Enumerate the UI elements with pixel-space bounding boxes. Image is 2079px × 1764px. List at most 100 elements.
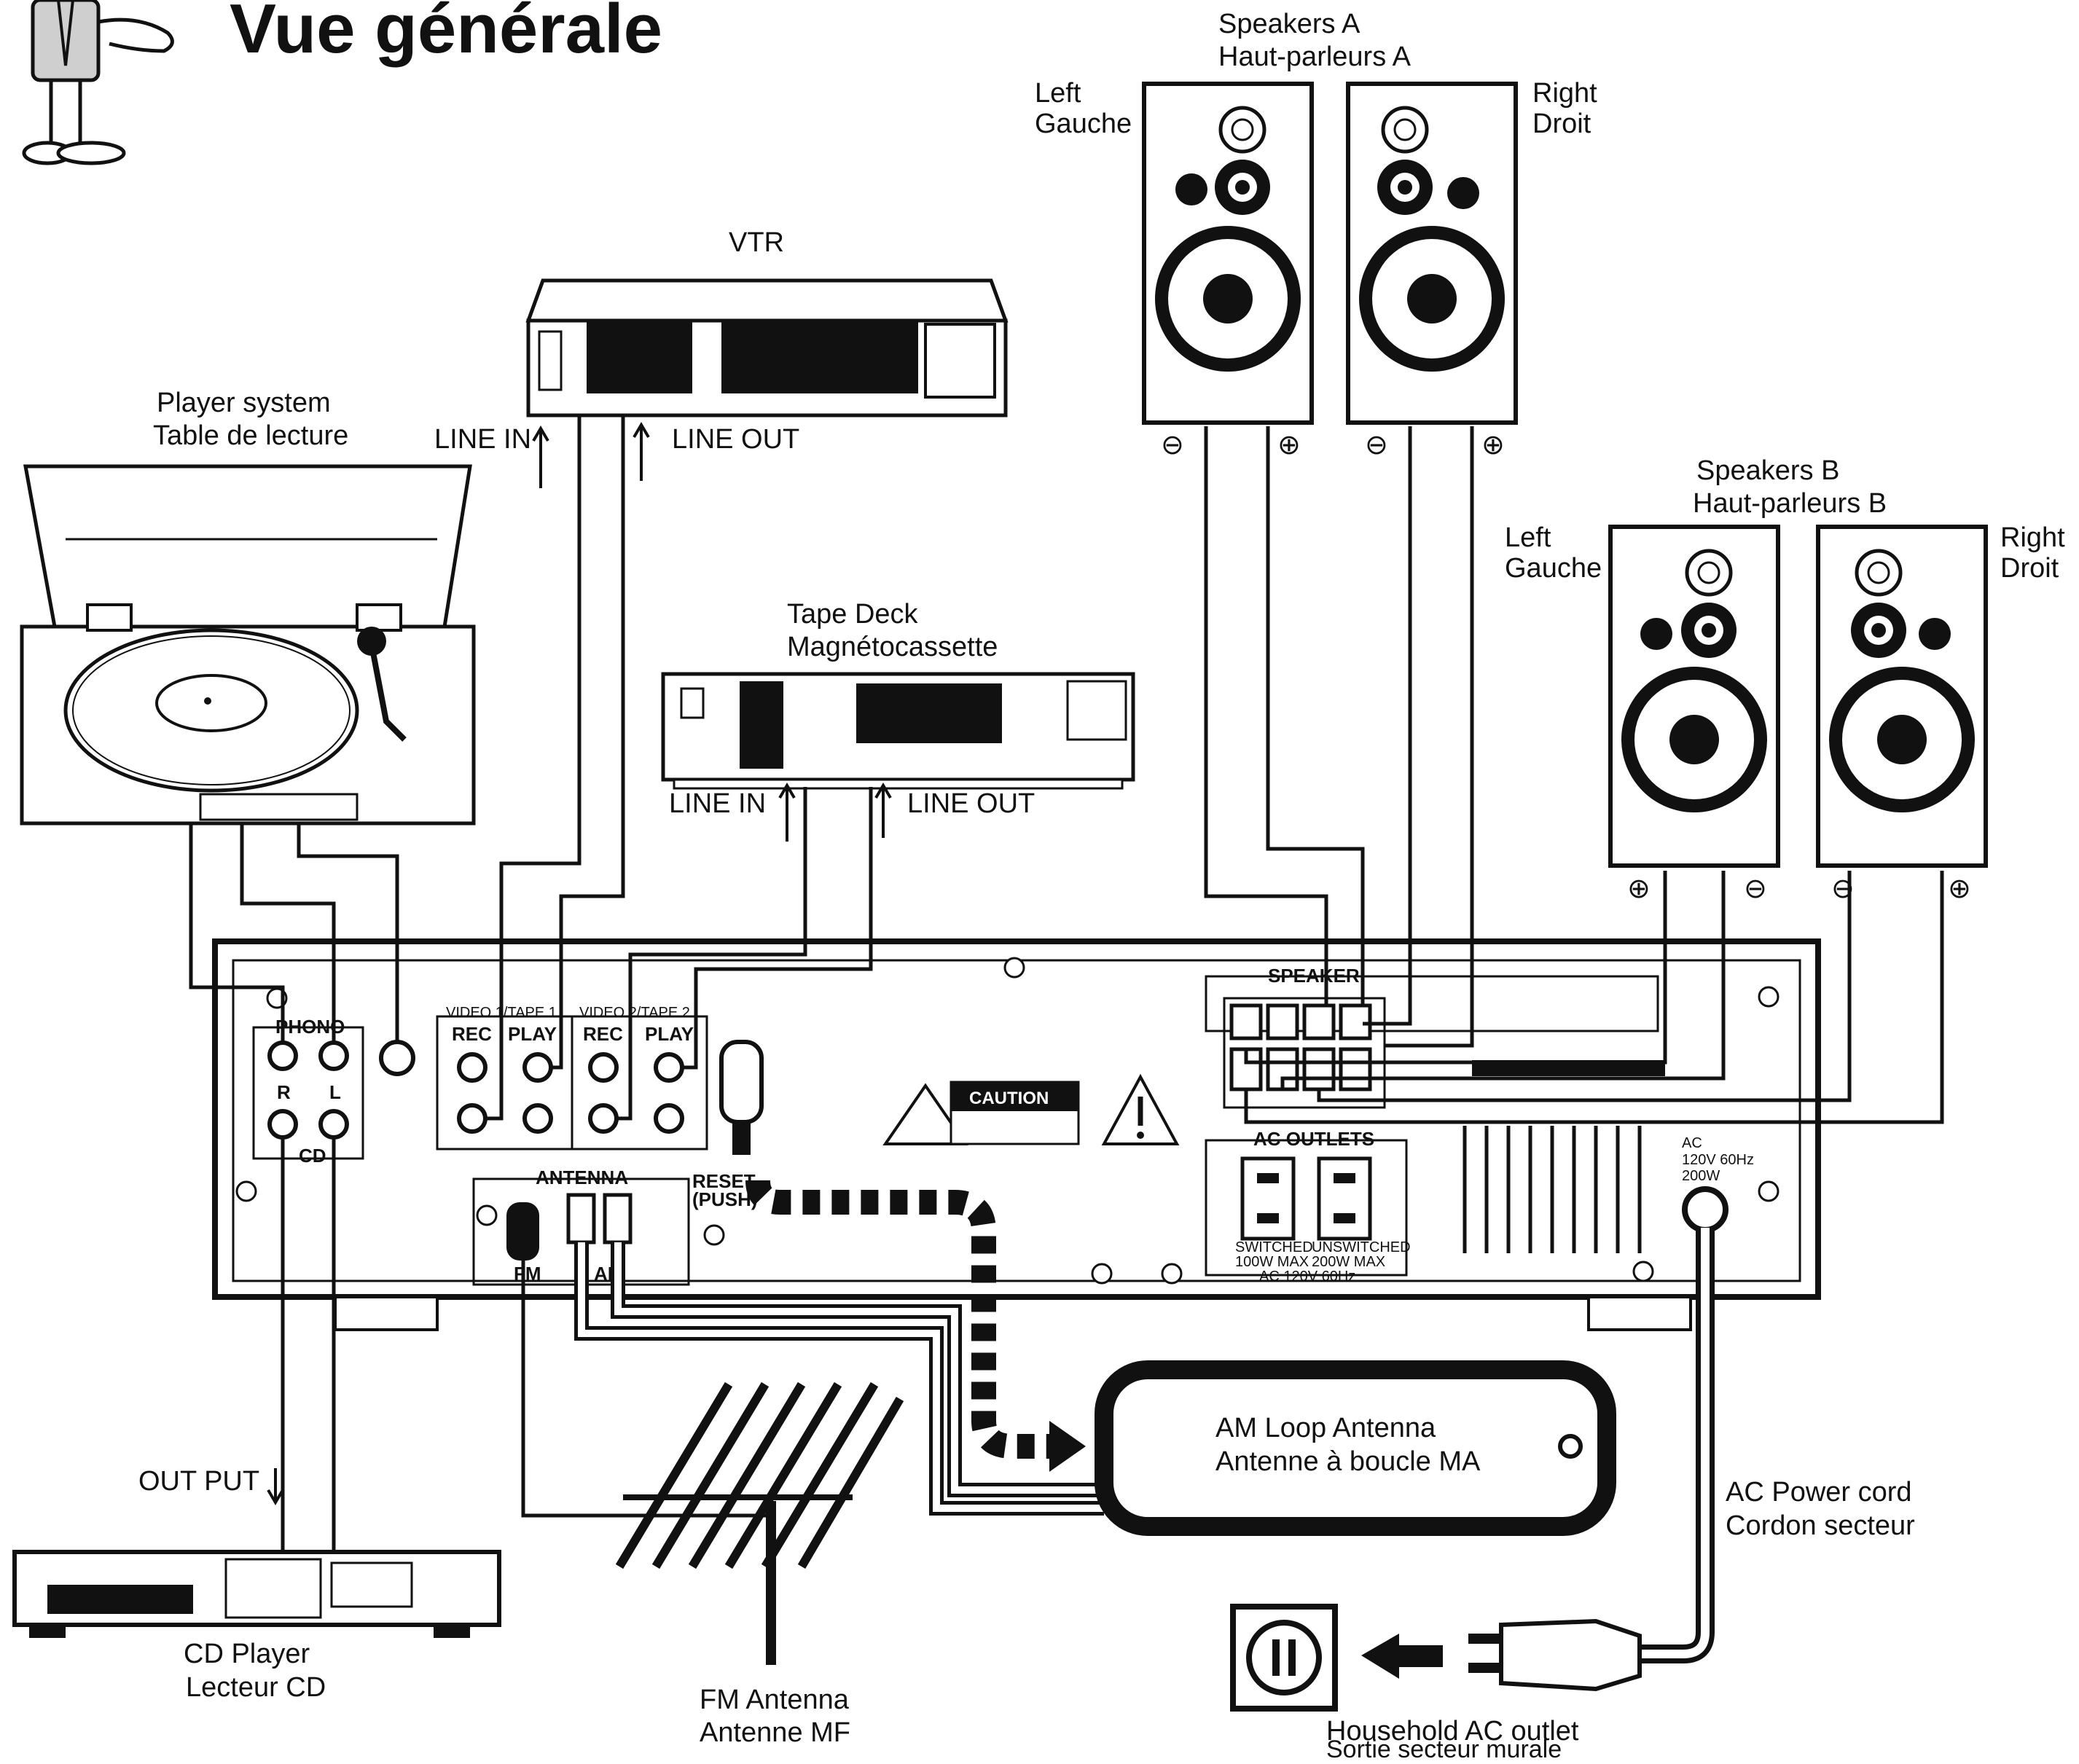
speakers-a-group: Speakers A Haut-parleurs A Left Gauche R… <box>1035 9 1597 460</box>
cd-player-device: OUT PUT CD Player Lecteur CD <box>12 1466 501 1703</box>
speaker-a-right-minus: ⊖ <box>1365 430 1388 460</box>
speaker-terminal[interactable] <box>1302 1047 1336 1091</box>
ground-terminal[interactable] <box>379 1040 415 1076</box>
am-antenna-terminal-2[interactable] <box>603 1193 633 1244</box>
am-antenna-arrow <box>745 1179 1049 1459</box>
video2-rec-r-jack[interactable] <box>588 1103 619 1134</box>
tape-deck-line-in: LINE IN <box>669 788 766 819</box>
am-loop-antenna: AM Loop Antenna Antenne à boucle MA <box>1095 1360 1616 1536</box>
mascot-icon <box>22 0 174 165</box>
video2-play-r-jack[interactable] <box>654 1103 684 1134</box>
speakers-a-left-en: Left <box>1035 78 1081 109</box>
am-antenna-cable <box>574 1242 1104 1516</box>
caution-label: CAUTION <box>969 1089 1049 1108</box>
speakers-b-left-fr: Gauche <box>1505 553 1602 584</box>
cd-player-label-en: CD Player <box>184 1639 310 1669</box>
speaker-a-left-minus: ⊖ <box>1161 430 1184 460</box>
speaker-terminal-label: SPEAKER <box>1268 965 1360 987</box>
arrow-right-icon <box>1049 1421 1086 1472</box>
speaker-a-left-plus: ⊕ <box>1277 430 1301 460</box>
am-antenna-label-en: AM Loop Antenna <box>1215 1413 1436 1443</box>
unswitched-rating: 200W MAX <box>1312 1254 1385 1270</box>
speaker-terminal[interactable] <box>1266 1003 1299 1040</box>
fm-antenna-label-fr: Antenne MF <box>700 1717 850 1748</box>
speaker-b-right-plus: ⊕ <box>1948 874 1971 904</box>
fm-antenna-label-en: FM Antenna <box>700 1685 850 1715</box>
speakers-a-title-fr: Haut-parleurs A <box>1218 42 1412 72</box>
video2-play-label: PLAY <box>645 1023 694 1045</box>
fm-label: FM <box>514 1263 541 1285</box>
am-antenna-label-fr: Antenne à boucle MA <box>1215 1446 1481 1477</box>
video1-rec-l-jack[interactable] <box>457 1052 488 1083</box>
phono-r-label: R <box>277 1081 291 1103</box>
wall-outlet-icon <box>1230 1604 1338 1712</box>
am-antenna-terminal-1[interactable] <box>566 1193 596 1244</box>
video2-play-l-jack[interactable] <box>654 1052 684 1083</box>
tape-deck-label-en: Tape Deck <box>787 599 919 630</box>
power-cord-grommet <box>1682 1186 1728 1233</box>
video2-rec-l-jack[interactable] <box>588 1052 619 1083</box>
vtr-line-out: LINE OUT <box>672 424 799 455</box>
arrow-left-icon <box>1361 1634 1443 1679</box>
plug-icon <box>1468 1618 1642 1692</box>
speakers-b-group: Speakers B Haut-parleurs B Left Gauche R… <box>1505 455 2065 904</box>
speaker-terminal[interactable] <box>1339 1003 1372 1040</box>
video1-play-label: PLAY <box>508 1023 557 1045</box>
speakers-b-title-en: Speakers B <box>1696 455 1839 486</box>
video2-label: VIDEO 2/TAPE 2 <box>579 1005 690 1021</box>
turntable-device: Player system Table de lecture <box>20 388 476 826</box>
phono-r-jack[interactable] <box>267 1040 298 1071</box>
speakers-a-right-fr: Droit <box>1532 109 1591 139</box>
switched-outlet[interactable] <box>1240 1156 1296 1241</box>
video1-rec-label: REC <box>452 1023 492 1045</box>
speakers-a-title-en: Speakers A <box>1218 9 1360 39</box>
speakers-a-left-fr: Gauche <box>1035 109 1132 139</box>
cd-l-jack[interactable] <box>318 1109 349 1140</box>
unswitched-outlet[interactable] <box>1317 1156 1372 1241</box>
ac-outlets-rating: AC 120V 60Hz <box>1259 1269 1355 1285</box>
ac-outlets-label: AC OUTLETS <box>1253 1128 1374 1150</box>
ac-spec-watts: 200W <box>1682 1168 1720 1184</box>
speaker-a-right-plus: ⊕ <box>1481 430 1505 460</box>
cd-r-jack[interactable] <box>267 1109 298 1140</box>
speakers-b-left-en: Left <box>1505 522 1551 553</box>
screwdriver-icon <box>719 1040 764 1155</box>
video1-play-r-jack[interactable] <box>522 1103 553 1134</box>
warning-triangle-icon <box>882 1083 968 1145</box>
cd-label: CD <box>299 1145 326 1167</box>
video1-play-l-jack[interactable] <box>522 1052 553 1083</box>
speaker-b-left-minus: ⊖ <box>1744 874 1767 904</box>
phono-l-jack[interactable] <box>318 1040 349 1071</box>
switched-rating: 100W MAX <box>1235 1254 1309 1270</box>
phono-l-label: L <box>329 1081 341 1103</box>
tape-deck-device: Tape Deck Magnétocassette LINE IN LINE O… <box>661 599 1135 842</box>
power-cord-label-fr: Cordon secteur <box>1726 1510 1915 1541</box>
unswitched-label: UNSWITCHED <box>1312 1239 1411 1255</box>
switched-label: SWITCHED <box>1235 1239 1313 1255</box>
fm-antenna-terminal[interactable] <box>506 1202 539 1261</box>
amplifier-rear-panel: PHONO CD R L VIDEO 1/TAPE 1 VIDEO 2/TAPE… <box>212 938 1821 1331</box>
vtr-line-in: LINE IN <box>434 424 531 455</box>
vtr-device: VTR LINE IN LINE OUT <box>434 227 1009 488</box>
speaker-terminal[interactable] <box>1302 1003 1336 1040</box>
screw-icon <box>235 957 1780 1285</box>
vtr-label: VTR <box>729 227 784 258</box>
ac-spec-voltage: 120V 60Hz <box>1682 1152 1754 1168</box>
power-cord <box>1640 1228 1715 1663</box>
speakers-b-right-en: Right <box>2000 522 2065 553</box>
tape-deck-line-out: LINE OUT <box>907 788 1035 819</box>
video1-rec-r-jack[interactable] <box>457 1103 488 1134</box>
cd-output-label: OUT PUT <box>138 1466 259 1497</box>
tape-deck-label-fr: Magnétocassette <box>787 632 998 662</box>
ac-spec-label: AC <box>1682 1135 1702 1151</box>
video2-rec-label: REC <box>583 1023 623 1045</box>
speakers-a-right-en: Right <box>1532 78 1597 109</box>
fm-antenna <box>615 1381 904 1665</box>
page-title: Vue générale <box>230 0 662 68</box>
speaker-terminal[interactable] <box>1229 1003 1263 1040</box>
power-cord-label-en: AC Power cord <box>1726 1477 1912 1508</box>
speaker-terminal[interactable] <box>1339 1047 1372 1091</box>
outlet-label-fr: Sortie secteur murale <box>1326 1736 1562 1763</box>
turntable-label-en: Player system <box>157 388 331 418</box>
